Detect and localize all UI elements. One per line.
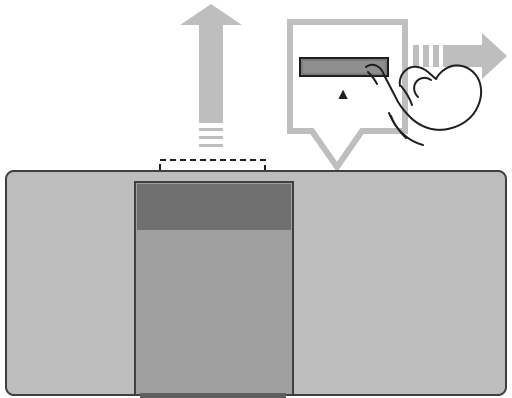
audio-device bbox=[5, 170, 507, 398]
hand-icon bbox=[365, 63, 483, 146]
disc-slot-icon bbox=[299, 57, 389, 77]
arrow-up-icon bbox=[180, 4, 242, 147]
svg-text:▲: ▲ bbox=[335, 86, 351, 103]
eject-icon: ▲ bbox=[335, 86, 351, 103]
arrow-right-icon bbox=[413, 33, 507, 79]
